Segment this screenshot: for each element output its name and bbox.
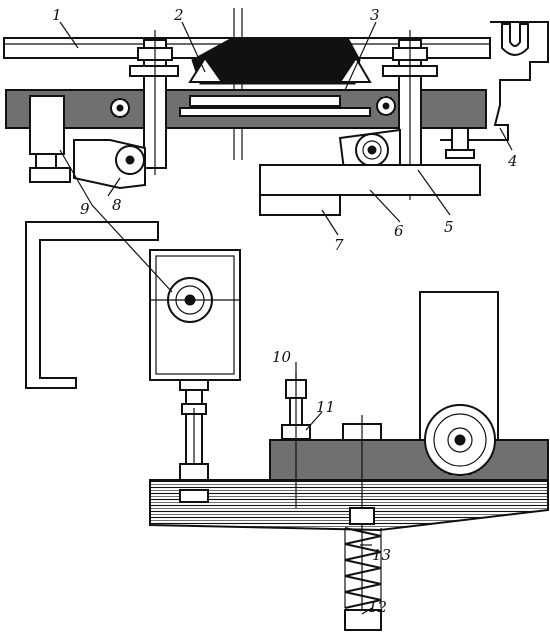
callout-11: 11: [316, 398, 335, 416]
bracket-4: [440, 21, 549, 141]
block-7: [259, 194, 341, 216]
callout-7: 7: [334, 236, 344, 254]
bracket-detail: [25, 221, 241, 500]
top-assembly: [3, 8, 549, 216]
wedge-3: [338, 56, 372, 83]
callout-5: 5: [444, 218, 454, 236]
hook-4: [501, 23, 529, 56]
callout-2: 2: [173, 6, 184, 24]
hatched-block: [269, 439, 549, 481]
callout-13: 13: [372, 546, 391, 564]
callout-3: 3: [370, 6, 380, 24]
channel-bracket: [25, 221, 159, 389]
callout-10: 10: [272, 348, 292, 366]
callout-6: 6: [394, 222, 404, 240]
leader-lines: [59, 21, 513, 615]
callout-9: 9: [80, 200, 90, 218]
callout-8: 8: [112, 196, 122, 214]
callout-1: 1: [52, 6, 62, 24]
callout-4: 4: [507, 152, 518, 170]
callout-labels: 1 2 3 4 5 6 7 8 9 10 11 13 12: [52, 6, 518, 616]
bottom-assembly: [149, 291, 549, 631]
nut-12: [344, 609, 382, 631]
wedge-2: [188, 56, 224, 83]
spring-13: [344, 507, 382, 609]
callout-12: 12: [368, 598, 387, 616]
